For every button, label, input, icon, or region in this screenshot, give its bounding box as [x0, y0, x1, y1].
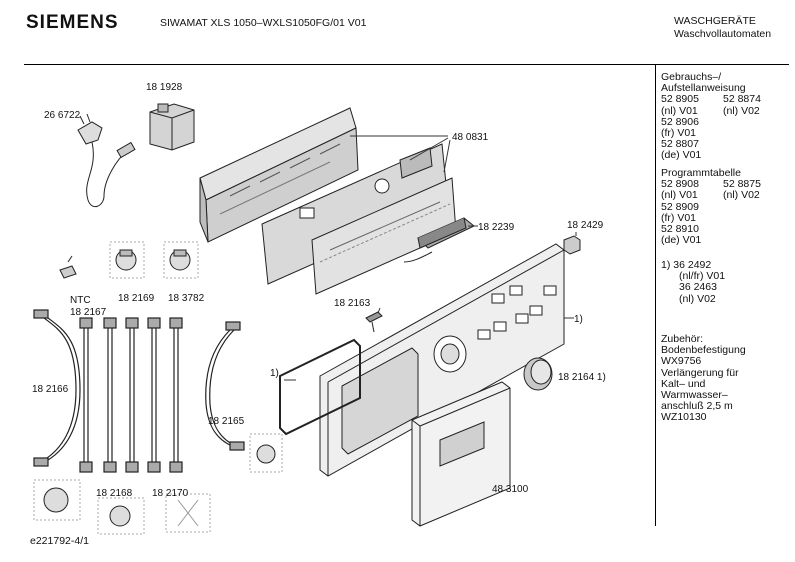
note-row-2: (nl/fr) V01 — [679, 270, 726, 283]
part-label: 18 2169 — [118, 293, 155, 304]
version: (nl) V01 — [661, 189, 698, 202]
part-no: 52 8874 — [723, 93, 761, 106]
manual-title-2: Aufstellanweisung — [661, 82, 746, 95]
manual-row-3: 52 8906 — [661, 115, 699, 128]
mains-plug-illustration — [77, 113, 136, 208]
gasket-illustration — [279, 338, 361, 436]
switch-clip-illustration — [563, 235, 581, 255]
note-row-4: (nl) V02 — [679, 292, 716, 305]
program-knob-illustration — [523, 357, 553, 391]
part-label: 1) — [574, 314, 583, 325]
part-label: 18 2239 — [478, 222, 515, 233]
manual-row-5: 52 8807 — [661, 138, 699, 151]
part-no: 52 8875 — [723, 178, 761, 191]
document-id: e221792-4/1 — [30, 535, 89, 547]
interference-filter-illustration — [149, 103, 195, 151]
part-label: 18 2164 1) — [558, 372, 606, 383]
part-label: 18 2166 — [32, 384, 69, 395]
part-label: 18 1928 — [146, 82, 183, 93]
category-title: WASCHGERÄTE — [674, 15, 756, 27]
manual-row-6: (de) V01 — [661, 149, 702, 162]
program-row-4: (fr) V01 — [661, 211, 697, 224]
accessory-row-4: Kalt– und — [661, 377, 706, 390]
part-label: 26 6722 — [44, 110, 81, 121]
valve-illustration — [109, 241, 199, 279]
part-label: 18 2165 — [208, 416, 245, 427]
manual-row-4: (fr) V01 — [661, 126, 697, 139]
part-label: 18 2163 — [334, 298, 371, 309]
accessory-row-7: WZ10130 — [661, 411, 707, 424]
part-label: 18 3782 — [168, 293, 205, 304]
lcd-display-illustration — [403, 217, 475, 263]
part-label: NTC — [70, 295, 91, 306]
part-no: 52 8908 — [661, 178, 699, 191]
accessory-row-1: Bodenbefestigung — [661, 344, 746, 357]
part-label: 18 2429 — [567, 220, 604, 231]
note-block: 1) 36 2492 (nl/fr) V01 36 2463 (nl) V02 — [661, 259, 726, 305]
brand-logo: SIEMENS — [26, 12, 119, 33]
program-row-1: 52 8908 52 8875 — [661, 178, 761, 191]
part-label: 1) — [270, 368, 279, 379]
control-panel-illustration — [319, 243, 565, 477]
control-pcb-illustration — [261, 143, 449, 285]
note-row-3: 36 2463 — [679, 281, 717, 294]
part-label: 18 2168 — [96, 488, 133, 499]
version: (nl) V02 — [723, 189, 760, 202]
manual-row-2: (nl) V01 (nl) V02 — [661, 104, 761, 117]
program-row-6: (de) V01 — [661, 234, 702, 247]
part-label: 48 3100 — [492, 484, 529, 495]
program-row-3: 52 8909 — [661, 200, 699, 213]
note-row-1: 1) 36 2492 — [661, 259, 712, 271]
version: (nl) V02 — [723, 104, 760, 117]
manual-title-1: Gebrauchs–/ — [661, 71, 722, 83]
accessory-title: Zubehör: — [661, 333, 704, 345]
part-label: 48 0831 — [452, 132, 489, 143]
clip-illustration — [365, 311, 383, 333]
program-title: Programmtabelle — [661, 167, 741, 179]
detergent-drawer-illustration — [411, 381, 511, 527]
accessory-block: Zubehör: Bodenbefestigung WX9756 Verläng… — [661, 333, 746, 424]
accessory-row-2: WX9756 — [661, 355, 702, 368]
program-row-5: 52 8910 — [661, 222, 699, 235]
pump-illustration — [33, 433, 283, 535]
side-divider — [655, 64, 656, 526]
control-module-frame-illustration — [199, 107, 359, 243]
wire-harness-illustration — [33, 309, 245, 473]
model-title: SIWAMAT XLS 1050–WXLS1050FG/01 V01 — [160, 17, 367, 29]
ntc-sensor-illustration — [59, 255, 77, 279]
manual-row-1: 52 8905 52 8874 — [661, 94, 761, 105]
accessory-row-6: anschluß 2,5 m — [661, 400, 733, 413]
program-row-2: (nl) V01 (nl) V02 — [661, 190, 761, 201]
subcategory-title: Waschvollautomaten — [674, 28, 772, 40]
part-label: 18 2167 — [70, 307, 107, 318]
accessory-row-3: Verlängerung für — [661, 366, 739, 379]
part-label: 18 2170 — [152, 488, 189, 499]
diagram-frame — [24, 64, 789, 535]
accessory-row-5: Warmwasser– — [661, 388, 728, 401]
part-no: 52 8905 — [661, 93, 699, 106]
version: (nl) V01 — [661, 104, 698, 117]
